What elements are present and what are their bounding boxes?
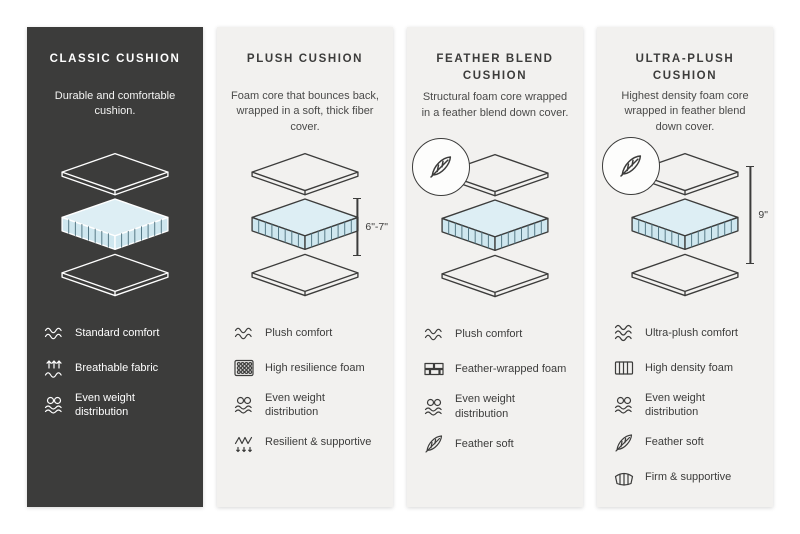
feature-label: Plush comfort [265,326,333,339]
card-description: Foam core that bounces back, wrapped in … [231,90,379,133]
feather-icon [422,432,446,456]
card-plush-cushion: PLUSH CUSHION Foam core that bounces bac… [217,27,393,507]
cushion-layers-diagram: 9" [602,137,768,309]
card-description: Durable and comfortable cushion. [54,90,176,118]
card-title: FEATHER BLEND CUSHION [436,53,554,82]
feature-item: Breathable fabric [42,356,188,380]
feature-item: Ultra-plush comfort [612,321,758,345]
card-title: CLASSIC CUSHION [49,53,181,65]
height-measurement: 9" [746,166,768,264]
cushion-layers-diagram [412,138,570,310]
feature-label: Ultra-plush comfort [645,326,738,339]
feature-label: Even weight distribution [645,392,705,419]
waves-icon [422,322,446,346]
measurement-line [746,166,755,264]
feature-label: High density foam [645,361,734,374]
weight-distribution-icon [422,395,446,419]
feather-icon [430,156,452,179]
feature-label: Feather soft [455,437,514,450]
weight-distribution-icon [42,393,66,417]
density-foam-icon [612,356,636,380]
feather-badge [602,137,660,195]
cushion-layers-diagram [40,141,190,309]
feature-label: High resilience foam [265,361,365,374]
feature-item: Plush comfort [232,321,378,345]
feature-list: Ultra-plush comfort High density foam Ev… [612,321,758,501]
card-description: Highest density foam core wrapped in fea… [621,90,749,133]
feature-item: Feather-wrapped foam [422,357,568,381]
firm-supportive-icon [612,466,636,490]
cushion-layers-diagram: 6"-7" [230,141,388,309]
feature-list: Plush comfort Feather-wrapped foam Even … [422,322,568,467]
feature-item: Resilient & supportive [232,431,378,455]
feature-item: Even weight distribution [42,391,188,420]
feature-item: Firm & supportive [612,466,758,490]
measurement-label: 9" [758,209,768,221]
weight-distribution-icon [232,393,256,417]
card-classic-cushion: CLASSIC CUSHION Durable and comfortable … [27,27,203,507]
feature-label: Feather soft [645,436,704,449]
feather-wrapped-foam-icon [422,357,446,381]
feature-item: Standard comfort [42,321,188,345]
feather-icon [620,155,642,177]
height-measurement: 6"-7" [353,198,388,256]
waves-icon [612,321,636,345]
feature-list: Standard comfort Breathable fabric Even … [42,321,188,431]
waves-icon [42,321,66,345]
feature-label: Even weight distribution [265,392,325,419]
breathable-icon [42,356,66,380]
spring-icon [232,431,256,455]
feather-badge [412,138,470,197]
feature-label: Breathable fabric [75,361,159,374]
feature-label: Feather-wrapped foam [455,363,567,376]
feature-item: Even weight distribution [422,392,568,421]
resilience-foam-icon [232,356,256,380]
feature-item: Even weight distribution [612,391,758,420]
feature-item: High resilience foam [232,356,378,380]
feature-label: Standard comfort [75,326,160,339]
feature-item: Feather soft [422,432,568,456]
cushion-diagram-graphic [441,154,549,298]
feature-item: Feather soft [612,431,758,455]
card-feather-blend-cushion: FEATHER BLEND CUSHION Structural foam co… [407,27,583,507]
card-ultra-plush-cushion: ULTRA-PLUSH CUSHION Highest density foam… [597,27,773,507]
feature-label: Firm & supportive [645,471,732,484]
card-title: PLUSH CUSHION [246,53,364,65]
feature-item: Even weight distribution [232,391,378,420]
feature-label: Plush comfort [455,328,523,341]
feather-icon [612,431,636,455]
waves-icon [232,321,256,345]
cushion-diagram-graphic [631,152,739,297]
card-description: Structural foam core wrapped in a feathe… [421,91,569,119]
weight-distribution-icon [612,393,636,417]
cushion-diagram-graphic [251,152,359,297]
feature-item: Plush comfort [422,322,568,346]
feature-item: High density foam [612,356,758,380]
feature-label: Resilient & supportive [265,436,372,449]
feature-list: Plush comfort High resilience foam Even … [232,321,378,466]
measurement-label: 6"-7" [365,221,388,233]
feature-label: Even weight distribution [455,393,515,420]
card-title: ULTRA-PLUSH CUSHION [635,53,735,82]
cushion-diagram-graphic [61,152,169,297]
feature-label: Even weight distribution [75,392,135,419]
measurement-line [353,198,362,256]
